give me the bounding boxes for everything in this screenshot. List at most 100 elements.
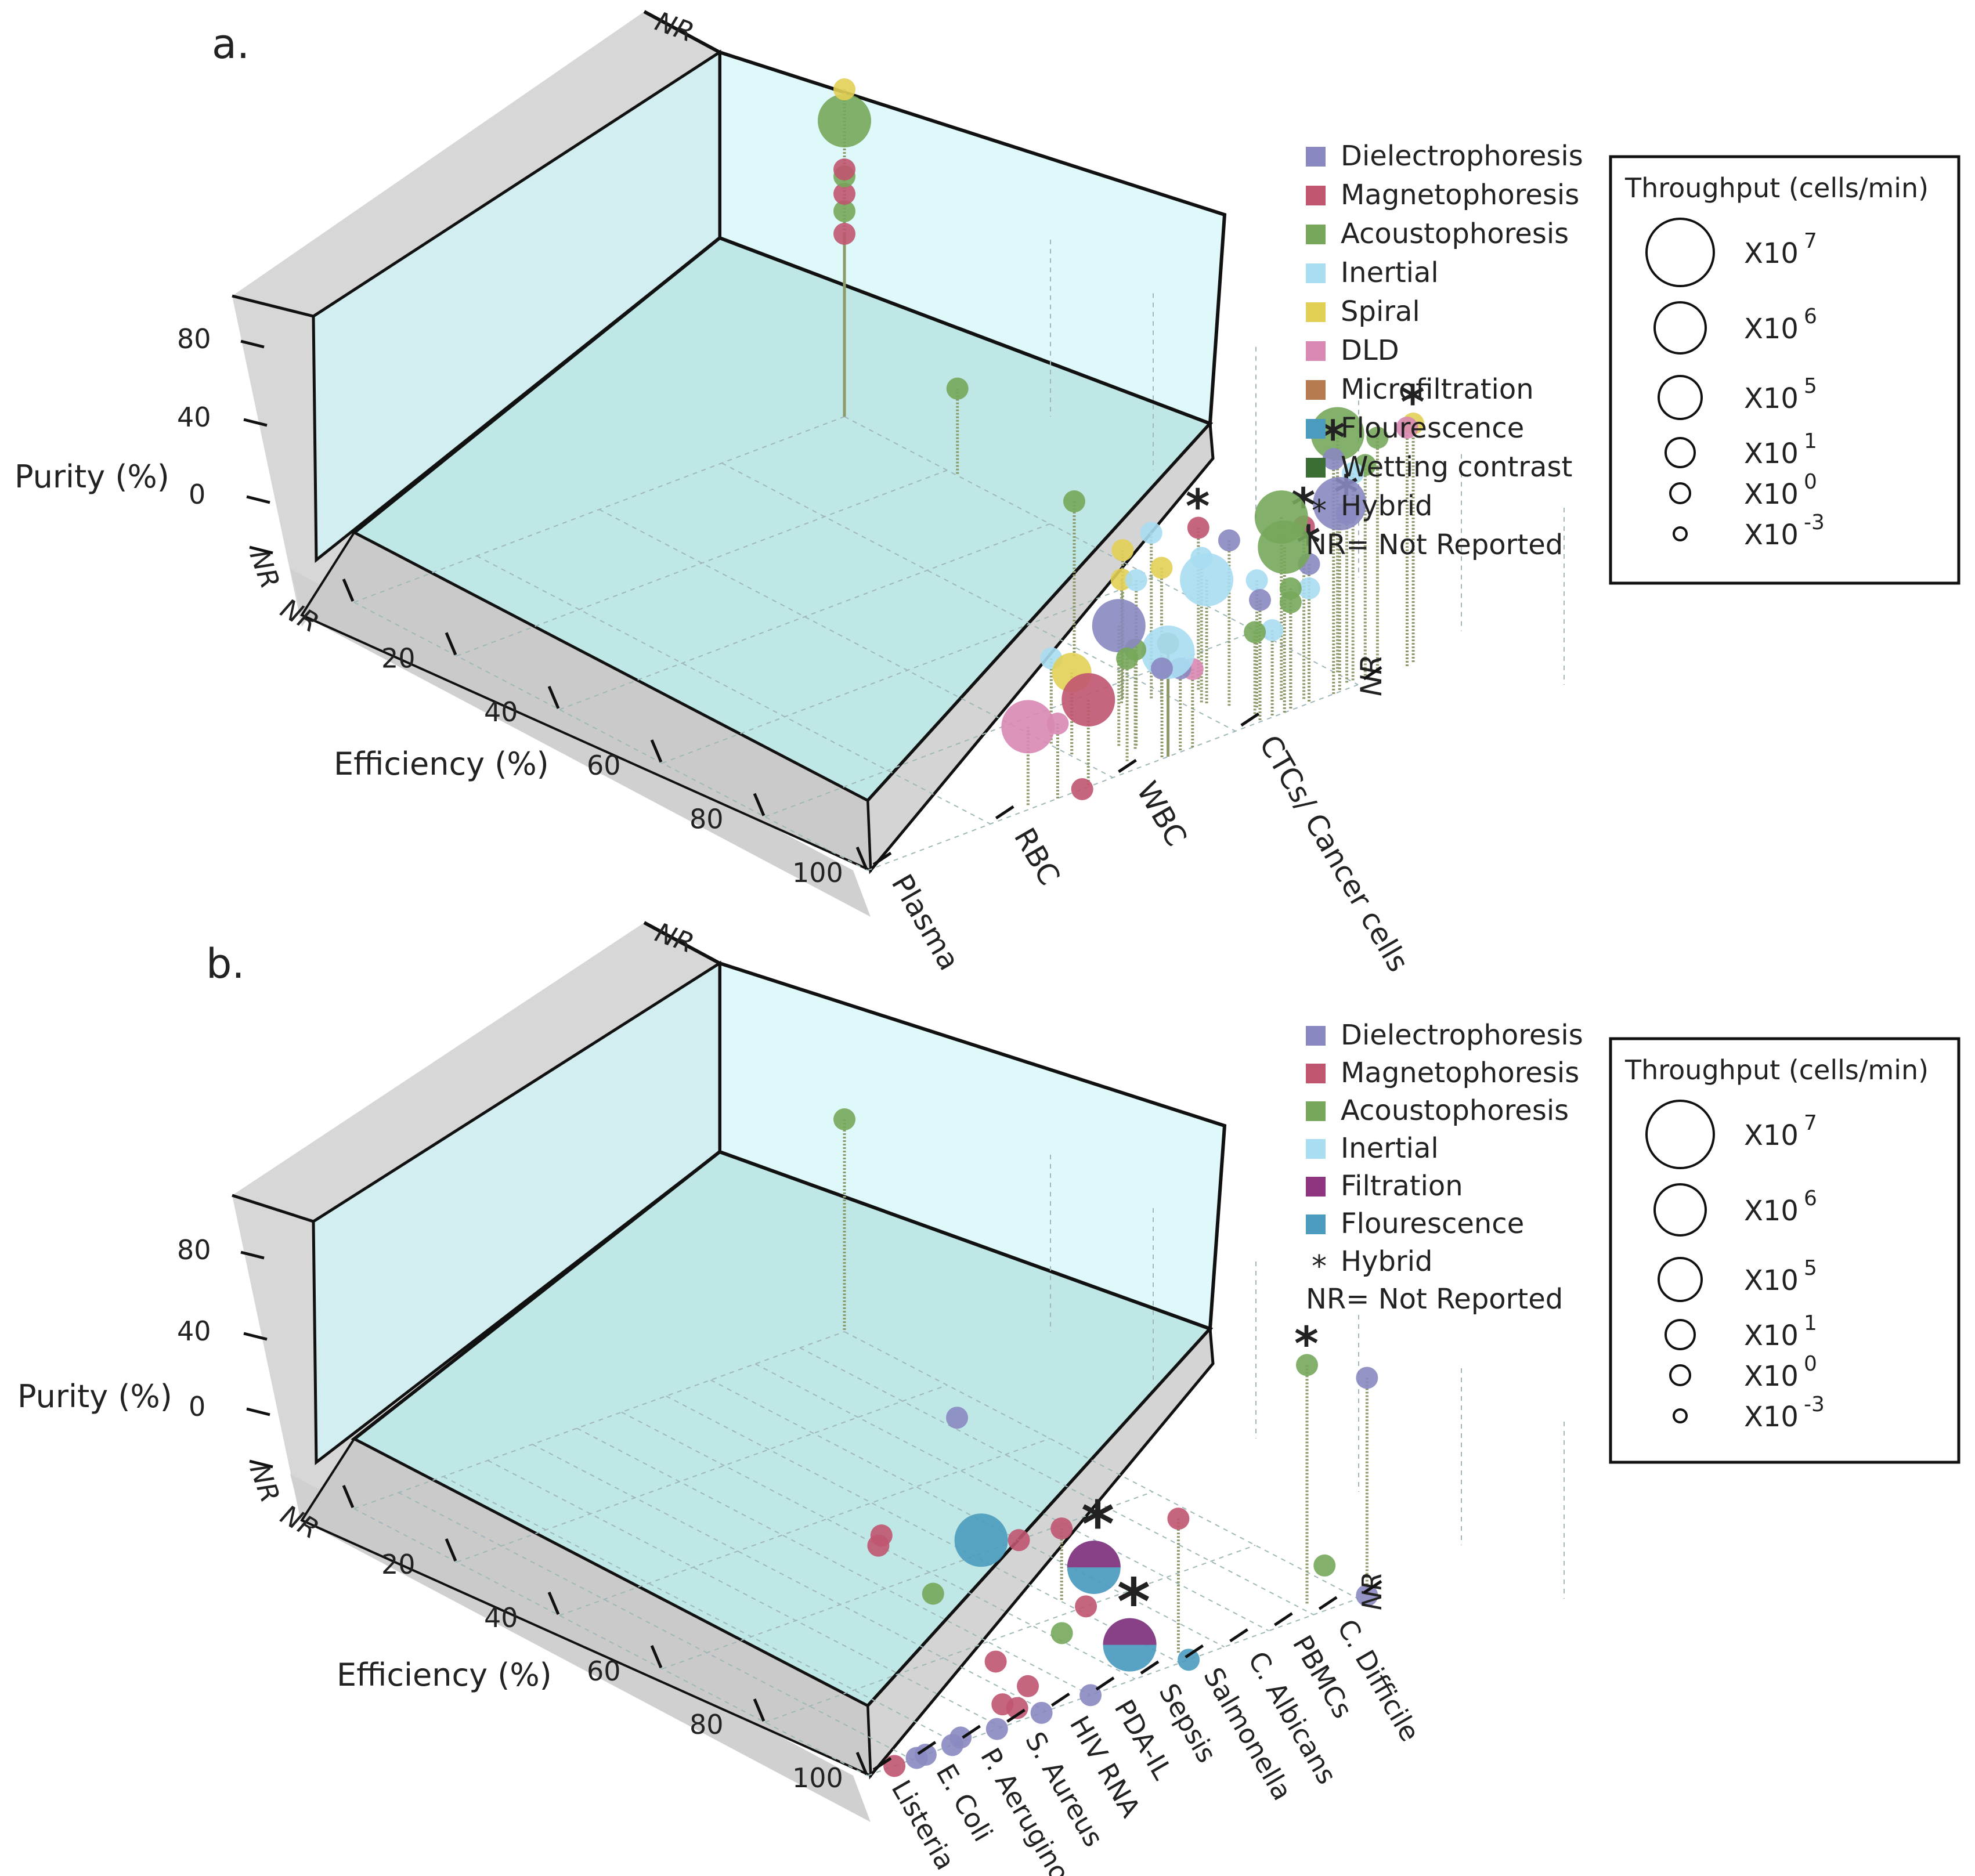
data-point: [1313, 477, 1367, 530]
z-tick-mark: [872, 1756, 892, 1772]
throughput-circle: [1645, 1100, 1715, 1169]
x-tick-label: 80: [689, 804, 724, 835]
legend-swatch: [1306, 147, 1326, 167]
legend-swatch: [1306, 380, 1326, 400]
throughput-circle: [1658, 1257, 1703, 1302]
data-point: [1295, 1354, 1318, 1376]
legend-swatch: [1306, 419, 1326, 439]
grid-line-z: [844, 1331, 1359, 1599]
y-tick-label: NR: [244, 1459, 286, 1506]
grid-line-x: [456, 1385, 948, 1563]
legend-label: Magnetophoresis: [1341, 179, 1579, 211]
data-point: [1322, 448, 1345, 470]
data-point: [1008, 1529, 1030, 1552]
grid-line-z: [353, 602, 868, 871]
data-point: [1151, 657, 1173, 679]
throughput-exponent: 7: [1804, 229, 1817, 253]
legend-label: Flourescence: [1341, 1208, 1524, 1240]
throughput-circle: [1653, 301, 1707, 355]
z-tick-mark: [1363, 1579, 1382, 1595]
data-point: [883, 1755, 906, 1777]
throughput-exponent: -3: [1804, 1393, 1825, 1416]
throughput-frame: [1609, 1037, 1960, 1464]
legend-swatch: [1306, 1214, 1326, 1234]
points: ***: [833, 1108, 1378, 1777]
throughput-label: X10: [1744, 382, 1799, 415]
y-tick-mark: [249, 545, 273, 555]
throughput-exponent: -3: [1804, 511, 1825, 534]
panel-label: b.: [206, 940, 245, 988]
data-point: [1356, 1584, 1378, 1607]
legend-swatch: [1306, 1177, 1326, 1197]
legend-label: Flourescence: [1341, 412, 1524, 444]
x-tick-label: 100: [792, 857, 843, 888]
x-tick-mark: [445, 632, 457, 656]
data-point-half: [1103, 1618, 1157, 1645]
data-point: [946, 1407, 969, 1429]
grid-line-x: [559, 523, 1050, 710]
legend-swatch: [1306, 1139, 1326, 1159]
z-tick-mark: [1273, 1612, 1293, 1626]
z-tick-mark: [1229, 1628, 1248, 1643]
data-point: [1187, 516, 1209, 539]
grid-line-z: [487, 1459, 1002, 1728]
y-tick-label: 80: [177, 1234, 211, 1266]
z-tick-mark: [1185, 1644, 1204, 1658]
legend: DielectrophoresisMagnetophoresisAcoustop…: [1306, 140, 1583, 561]
data-point: [1125, 569, 1147, 591]
data-point: [833, 1108, 855, 1130]
data-point: [1079, 1684, 1102, 1707]
x-tick-label: 80: [689, 1709, 724, 1740]
throughput-circle: [1658, 375, 1703, 420]
data-point: [1245, 569, 1268, 592]
throughput-label: X10: [1744, 1401, 1799, 1433]
throughput-label: X10: [1744, 237, 1799, 270]
data-point: [1017, 1675, 1039, 1697]
x-tick-label: 40: [484, 1602, 518, 1633]
throughput-circle: [1665, 437, 1696, 468]
z-tick-label: Plasma: [885, 869, 966, 976]
legend-swatch: [1306, 302, 1326, 322]
grid-line-z: [844, 416, 1359, 685]
y-tick-label: 40: [177, 402, 211, 433]
legend-label: Acoustophoresis: [1341, 218, 1569, 250]
throughput-label: X10: [1744, 1119, 1799, 1152]
legend-label: Acoustophoresis: [1341, 1094, 1569, 1127]
x-tick-mark: [445, 1538, 457, 1561]
hybrid-marker: *: [1117, 1565, 1151, 1639]
throughput-label: X10: [1744, 1360, 1799, 1393]
z-tick-mark: [1140, 1660, 1160, 1675]
x-tick-mark: [650, 1645, 663, 1668]
legend-nr-note: NR= Not Reported: [1306, 529, 1563, 561]
z-tick-mark: [917, 1741, 937, 1755]
data-point: [1258, 520, 1312, 574]
throughput-circle: [1673, 526, 1688, 541]
legend-swatch: [1306, 458, 1326, 478]
data-point: [954, 1513, 1008, 1567]
legend-swatch: [1306, 225, 1326, 244]
z-tick-label: WBC: [1130, 776, 1193, 852]
x-tick-mark: [342, 579, 355, 602]
x-tick-label: 100: [792, 1762, 843, 1794]
legend-label: Dielectrophoresis: [1341, 1019, 1583, 1051]
y-tick-label: 0: [189, 479, 205, 510]
panel-label: a.: [212, 20, 250, 68]
throughput-label: X10: [1744, 1195, 1799, 1227]
x-tick-mark: [547, 1592, 560, 1615]
hybrid-marker: *: [1081, 1487, 1115, 1561]
data-point: [984, 1650, 1007, 1673]
legend-nr-note: NR= Not Reported: [1306, 1283, 1563, 1315]
legend-swatch: [1306, 341, 1326, 361]
data-point: [1061, 673, 1115, 726]
data-point: [1001, 700, 1055, 754]
data-point: [1167, 1508, 1190, 1530]
data-point: [991, 1693, 1014, 1716]
grid-line-z: [710, 1379, 1225, 1648]
grid-line-x: [559, 1438, 1050, 1616]
y-tick-mark: [249, 1459, 273, 1469]
xlabel: Efficiency (%): [334, 746, 549, 782]
data-point: [1050, 1622, 1073, 1644]
z-tick-label: RBC: [1008, 822, 1067, 891]
data-point: [1244, 621, 1266, 644]
x-tick-label: 40: [484, 696, 518, 728]
